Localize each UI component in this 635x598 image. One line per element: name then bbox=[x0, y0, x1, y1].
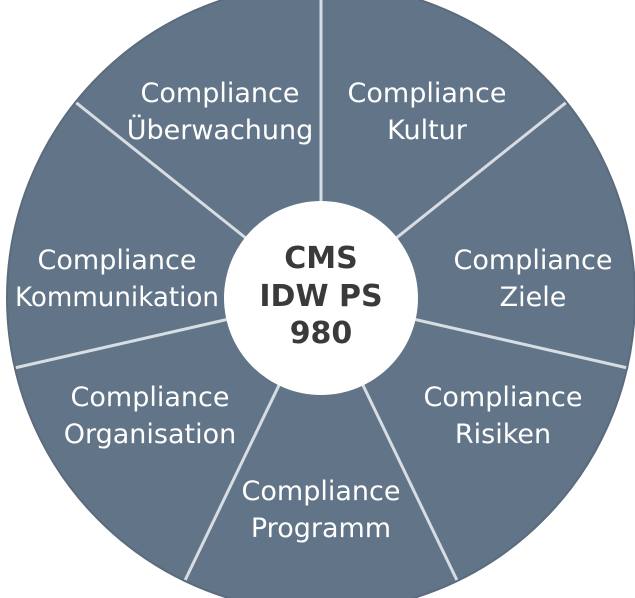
outer-ring bbox=[6, 0, 635, 598]
center-circle bbox=[224, 201, 418, 395]
segment-wedge bbox=[321, 298, 628, 581]
segment-wedge bbox=[14, 298, 321, 581]
segment-wedge bbox=[184, 298, 458, 598]
